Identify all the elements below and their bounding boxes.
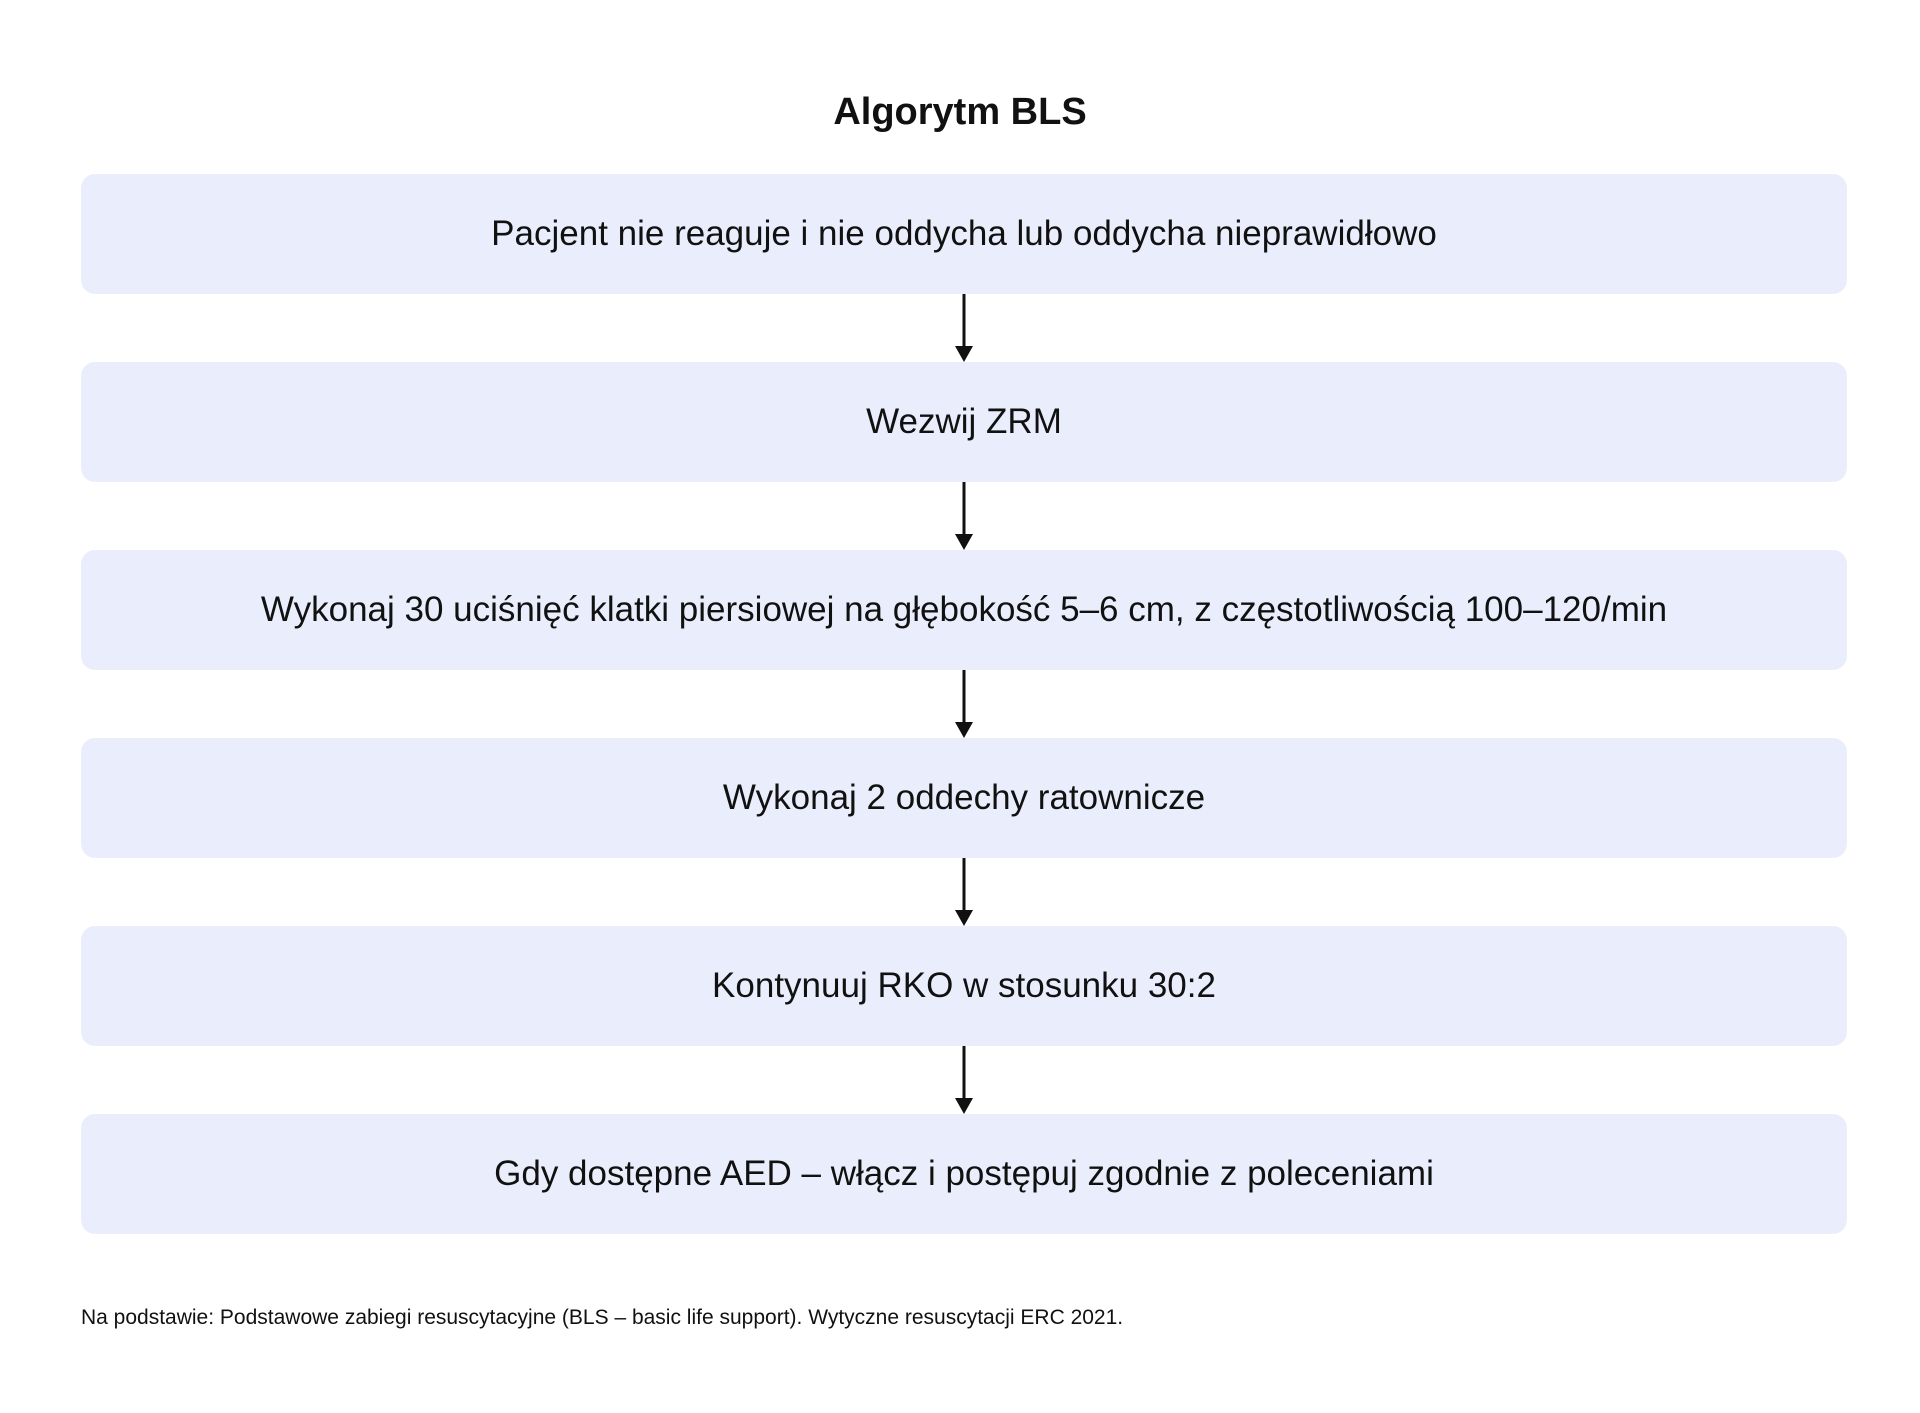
step-box-5: Kontynuuj RKO w stosunku 30:2	[81, 926, 1847, 1046]
step-box-4: Wykonaj 2 oddechy ratownicze	[81, 738, 1847, 858]
step-label-5: Kontynuuj RKO w stosunku 30:2	[712, 966, 1216, 1005]
arrow-1	[955, 294, 973, 362]
step-box-2: Wezwij ZRM	[81, 362, 1847, 482]
arrow-3	[955, 670, 973, 738]
diagram-title: Algorytm BLS	[833, 91, 1087, 133]
step-box-6: Gdy dostępne AED – włącz i postępuj zgod…	[81, 1114, 1847, 1234]
step-box-1: Pacjent nie reaguje i nie oddycha lub od…	[81, 174, 1847, 294]
source-footnote: Na podstawie: Podstawowe zabiegi resuscy…	[81, 1306, 1124, 1329]
step-label-6: Gdy dostępne AED – włącz i postępuj zgod…	[494, 1154, 1434, 1193]
arrow-4	[955, 858, 973, 926]
step-label-3: Wykonaj 30 uciśnięć klatki piersiowej na…	[260, 590, 1668, 629]
flowchart: Pacjent nie reaguje i nie oddycha lub od…	[81, 174, 1847, 1234]
step-label-4: Wykonaj 2 oddechy ratownicze	[722, 778, 1206, 817]
step-label-1: Pacjent nie reaguje i nie oddycha lub od…	[491, 214, 1437, 253]
arrow-2	[955, 482, 973, 550]
arrow-5	[955, 1046, 973, 1114]
step-box-3: Wykonaj 30 uciśnięć klatki piersiowej na…	[81, 550, 1847, 670]
step-label-2: Wezwij ZRM	[866, 402, 1062, 441]
